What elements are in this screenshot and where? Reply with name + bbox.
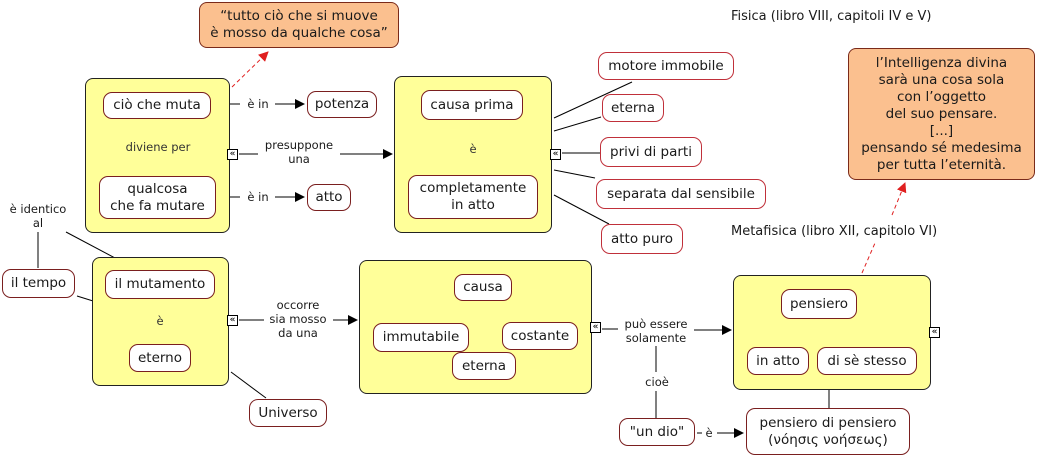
- callout-quote-motion: “tutto ciò che si muove è mosso da qualc…: [199, 2, 399, 48]
- link-label-e-identico-al: è identico al: [9, 202, 67, 230]
- link-dashed-quote-intelligence-2: [891, 182, 907, 216]
- node-motore-immobile[interactable]: motore immobile: [598, 52, 734, 80]
- node-causa[interactable]: causa: [454, 274, 512, 301]
- caption-fisica: Fisica (libro VIII, capitoli IV e V): [731, 9, 932, 24]
- node-di-se-stesso[interactable]: di sè stesso: [817, 347, 917, 375]
- link-line: [553, 116, 602, 132]
- link-label-cioe: cioè: [645, 375, 669, 389]
- node-un-dio[interactable]: "un dio": [619, 418, 695, 446]
- node-qualcosa-che-fa-mutare[interactable]: qualcosa che fa mutare: [99, 176, 216, 219]
- expand-icon[interactable]: «: [227, 315, 238, 326]
- link-label-occorre: occorre sia mosso da una: [269, 298, 327, 340]
- callout-quote-intelligence: l’Intelligenza divina sarà una cosa sola…: [848, 48, 1035, 180]
- node-eterna-causa[interactable]: eterna: [452, 352, 516, 380]
- link-label-puo-essere-solamente: può essere solamente: [624, 317, 688, 345]
- expand-icon[interactable]: «: [590, 322, 601, 333]
- link-line: [553, 194, 610, 225]
- link-line: [230, 371, 267, 399]
- node-universo[interactable]: Universo: [249, 399, 327, 427]
- link-label-presuppone-una: presuppone una: [264, 138, 334, 166]
- link-label-diviene-per: diviene per: [125, 140, 191, 154]
- caption-metafisica: Metafisica (libro XII, capitolo VI): [731, 224, 938, 239]
- node-completamente-in-atto[interactable]: completamente in atto: [408, 175, 538, 219]
- node-immutabile[interactable]: immutabile: [373, 323, 469, 352]
- link-dashed-quote-motion: [231, 51, 269, 88]
- node-separata-dal-sensibile[interactable]: separata dal sensibile: [596, 179, 766, 209]
- node-eterno[interactable]: eterno: [129, 344, 191, 372]
- expand-icon[interactable]: «: [227, 149, 238, 160]
- link-line: [553, 81, 633, 119]
- node-eterna[interactable]: eterna: [602, 94, 664, 122]
- link-label-e-in: è in: [247, 97, 269, 111]
- node-potenza[interactable]: potenza: [307, 91, 377, 118]
- node-pensiero-di-pensiero[interactable]: pensiero di pensiero (νόησις νοήσεως): [746, 408, 910, 455]
- link-line: [553, 169, 596, 179]
- node-atto[interactable]: atto: [307, 184, 351, 211]
- node-cio-che-muta[interactable]: ciò che muta: [103, 92, 211, 119]
- node-in-atto[interactable]: in atto: [747, 347, 809, 375]
- node-il-mutamento[interactable]: il mutamento: [105, 270, 215, 299]
- link-label-e: è: [156, 314, 164, 328]
- node-privi-di-parti[interactable]: privi di parti: [600, 137, 702, 167]
- node-costante[interactable]: costante: [502, 322, 578, 350]
- link-label-e: è: [469, 142, 477, 156]
- expand-icon[interactable]: «: [550, 149, 561, 160]
- expand-icon[interactable]: «: [929, 327, 940, 338]
- node-causa-prima[interactable]: causa prima: [421, 90, 523, 120]
- node-atto-puro[interactable]: atto puro: [601, 224, 683, 254]
- link-dashed-quote-intelligence: [861, 242, 876, 274]
- node-il-tempo[interactable]: il tempo: [2, 269, 75, 298]
- link-label-e: è: [705, 426, 713, 440]
- node-pensiero[interactable]: pensiero: [781, 289, 857, 319]
- link-label-e-in: è in: [247, 190, 269, 204]
